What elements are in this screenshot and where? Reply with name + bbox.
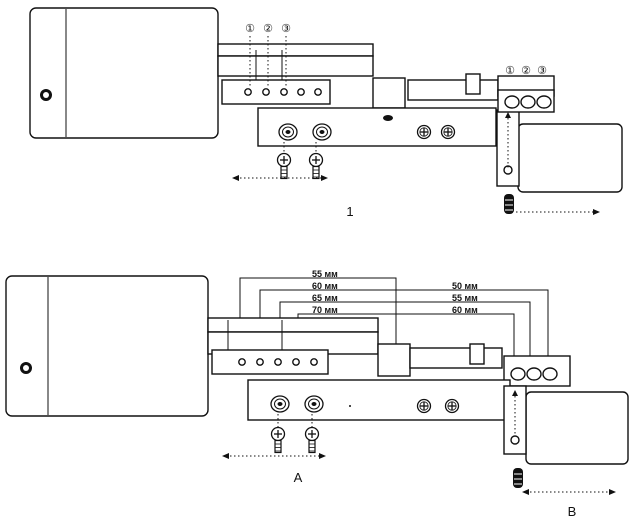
plate-screw-icon [444, 398, 460, 414]
dim-label-65mm: 65 мм [312, 293, 338, 303]
position-number-2: ② [263, 23, 273, 35]
fixing-screw-icon [270, 426, 286, 454]
cam [377, 343, 411, 377]
dim-label-right-50mm: 50 мм [452, 281, 478, 291]
grub-screw-icon [512, 467, 524, 489]
fixing-screw-icon [276, 152, 292, 180]
fixing-screw-icon [304, 426, 320, 454]
adjustment-bar [221, 79, 331, 105]
left-housing [5, 275, 209, 417]
position-number-1: ① [245, 23, 255, 35]
dim-label-right-60mm: 60 мм [452, 305, 478, 315]
plate-screw-icon [416, 124, 432, 140]
right-housing [517, 123, 623, 193]
adjustment-bar [211, 349, 329, 375]
cylinder-top-bar [217, 43, 374, 57]
label-b: B [568, 504, 577, 519]
cam [372, 77, 406, 109]
figure-2: 55 мм 60 мм 65 мм 70 мм 50 мм 55 мм 60 м… [5, 269, 629, 519]
plate-hole-icon [270, 395, 290, 413]
housing-screw-icon [20, 362, 32, 374]
plate-hole-icon [304, 395, 324, 413]
position-number-right-3: ③ [537, 65, 547, 77]
plate-hole-icon [312, 123, 332, 141]
dim-label-70mm: 70 мм [312, 305, 338, 315]
fixing-screw-icon [308, 152, 324, 180]
label-a: A [294, 470, 303, 485]
plate-screw-icon [440, 124, 456, 140]
dim-label-60mm: 60 мм [312, 281, 338, 291]
mounting-plate [257, 107, 497, 147]
dim-label-right-55mm: 55 мм [452, 293, 478, 303]
right-housing [525, 391, 629, 465]
figure-1-label: 1 [346, 204, 353, 219]
position-number-3: ③ [281, 23, 291, 35]
grub-screw-icon [503, 193, 515, 215]
housing-screw-icon [40, 89, 52, 101]
dim-label-55mm: 55 мм [312, 269, 338, 279]
position-number-right-2: ② [521, 65, 531, 77]
cylinder-top-bar [207, 317, 379, 333]
plate-screw-icon [416, 398, 432, 414]
figure-1: ① ② ③ ① ② ③ [29, 7, 623, 219]
plate-hole-icon [278, 123, 298, 141]
left-housing [29, 7, 219, 139]
mounting-plate [247, 379, 511, 421]
position-number-right-1: ① [505, 65, 515, 77]
